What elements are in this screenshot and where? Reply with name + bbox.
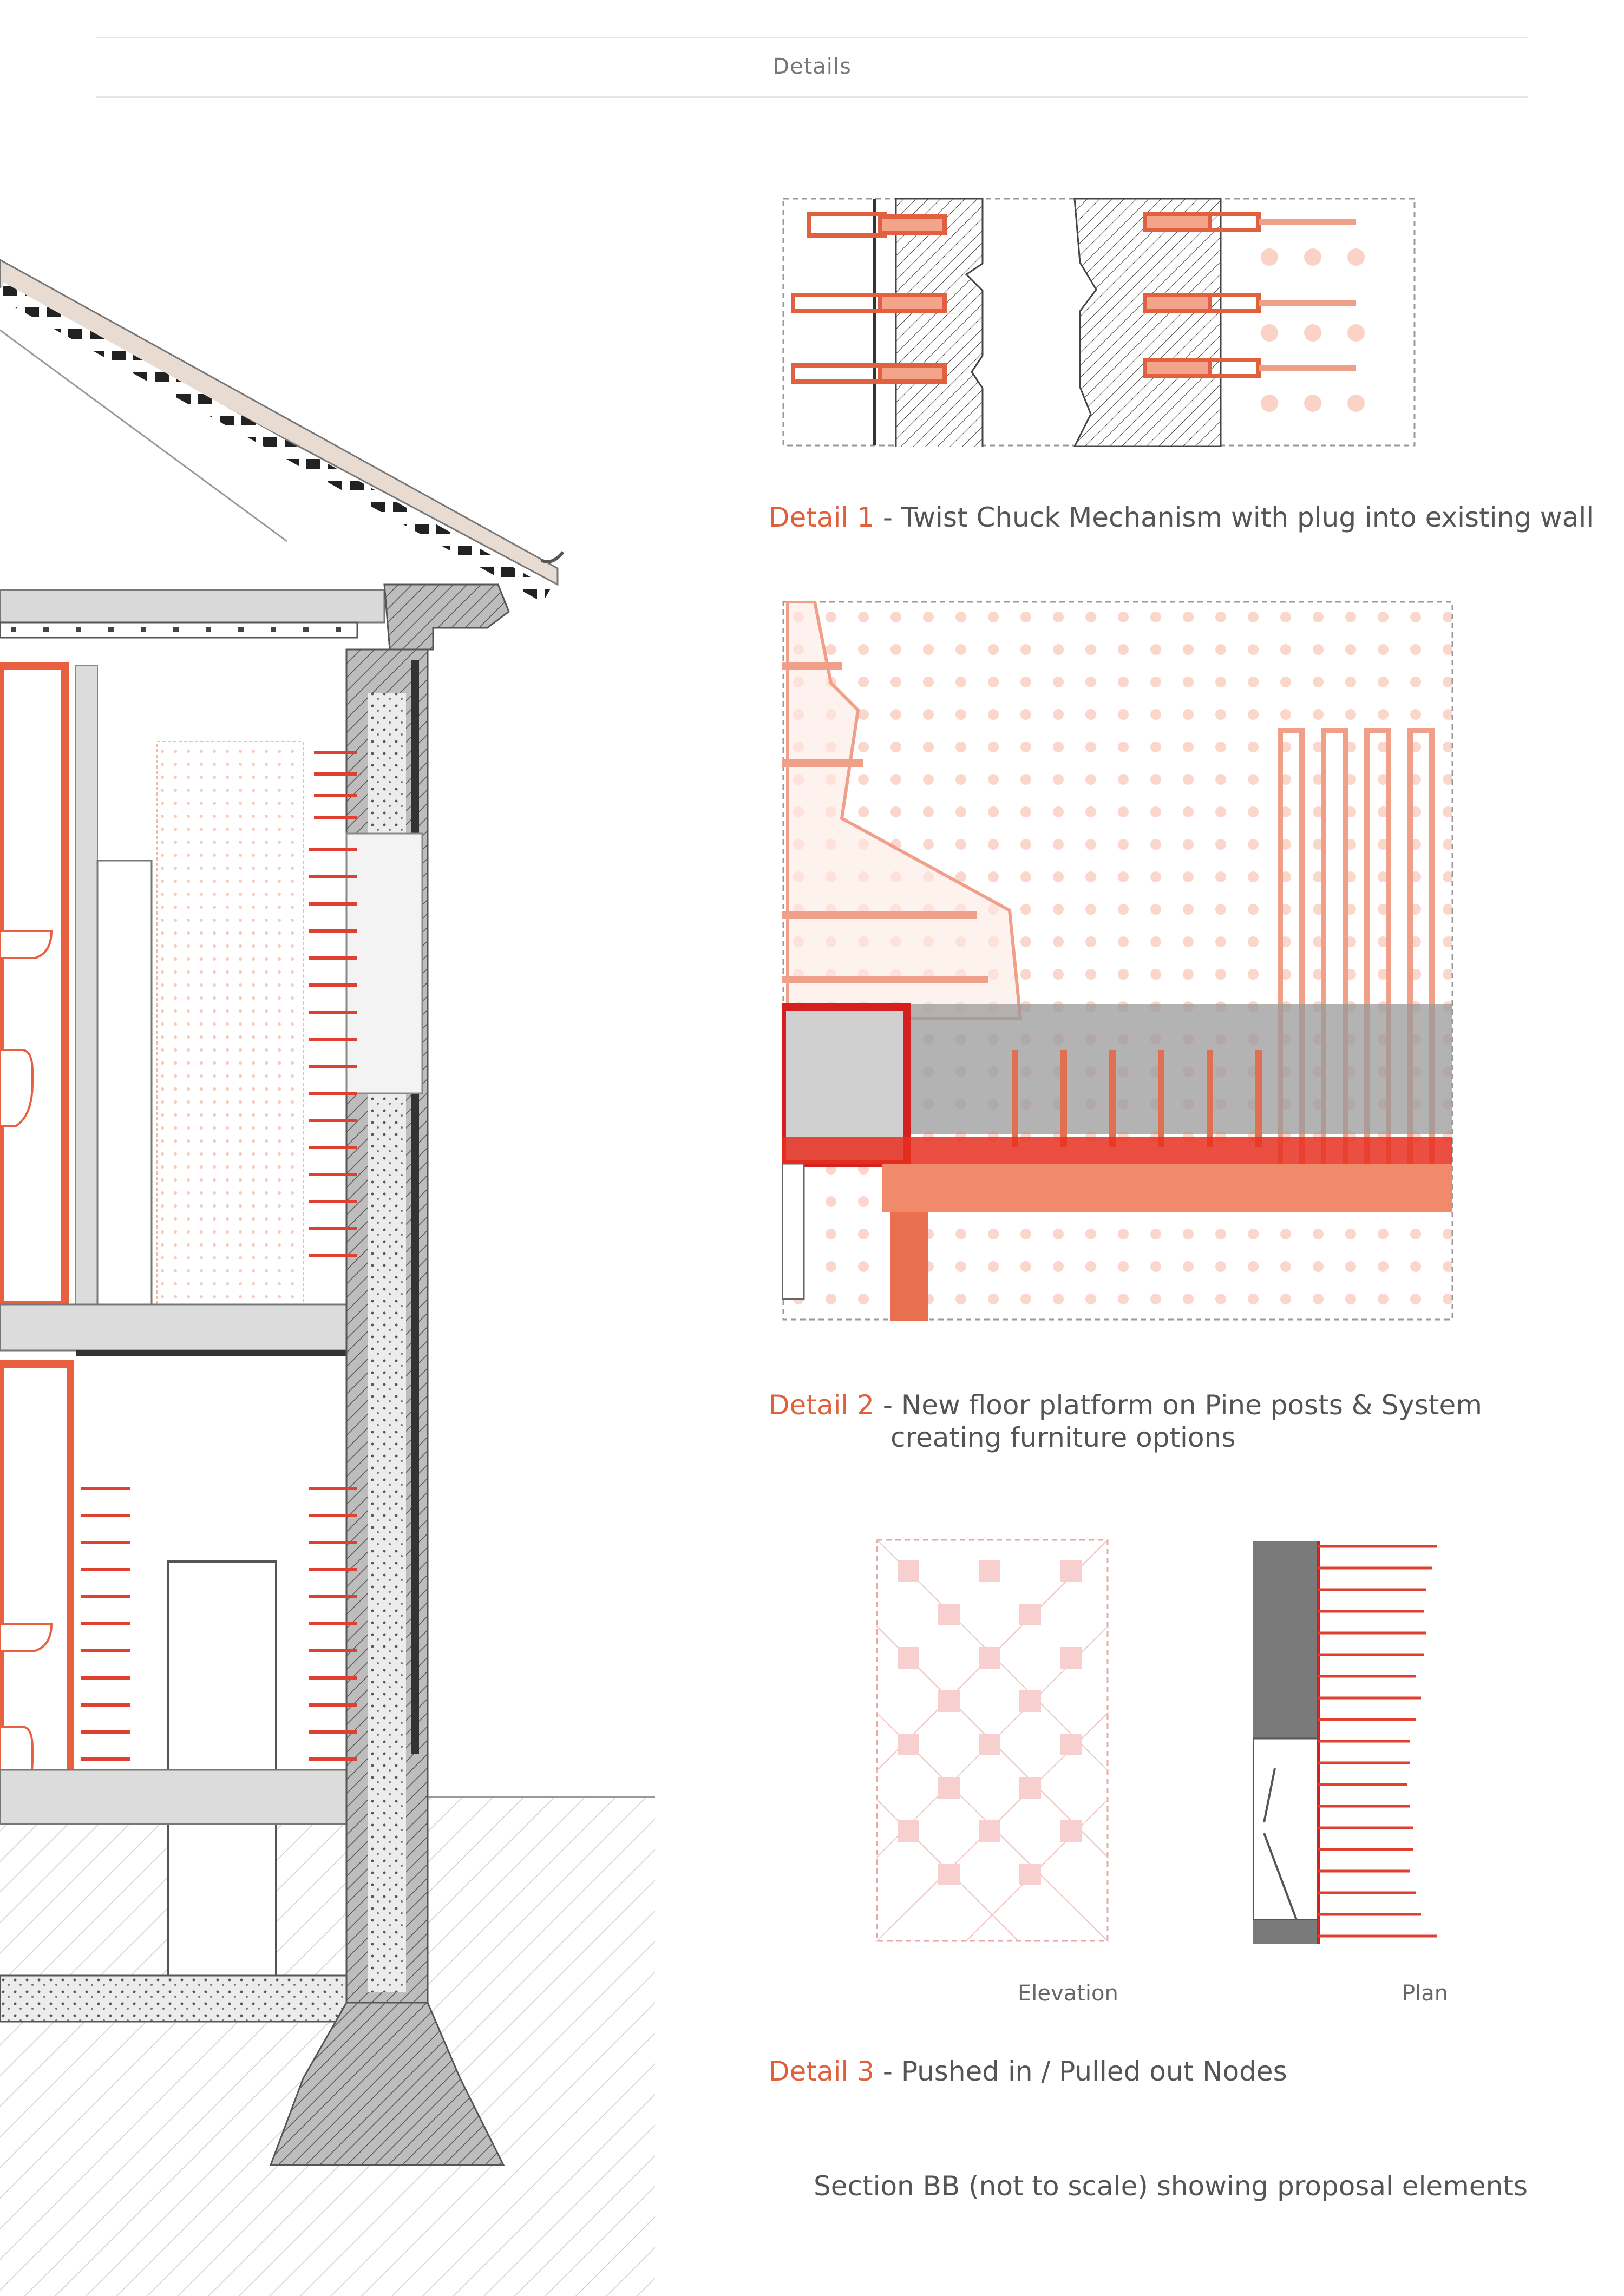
detail-1-separator: - [874,502,901,533]
detail-1-label: Detail 1 [769,502,874,533]
basin-lower [0,1623,53,1652]
pine-post [890,1212,928,1321]
detail-2-drawing [782,601,1453,1321]
stone-footing [269,2002,505,2166]
detail-1-text: Twist Chuck Mechanism with plug into exi… [901,502,1594,533]
floor-red-band [782,1137,1452,1164]
detail-2-text: New floor platform on Pine posts & Syste… [901,1389,1482,1421]
foundation-slab [0,1974,348,2023]
partition-nodes-lower [81,1487,130,1761]
detail-2-label: Detail 2 [769,1389,874,1421]
detail-2-caption: Detail 2 - New floor platform on Pine po… [769,1389,1482,1421]
detail-3-plan-drawing [1253,1541,1437,1944]
detail-3-elevation-drawing [876,1539,1109,1942]
lower-red-partition [0,1360,74,1779]
detail-3-separator: - [874,2056,901,2087]
header-bottom-rule [96,96,1528,98]
wall-nodes-upper [309,751,357,1257]
detail-2-caption-line2: creating furniture options [890,1422,1236,1453]
detail-2-separator: - [874,1389,901,1421]
roof-slope [0,259,559,586]
detail-3-caption: Detail 3 - Pushed in / Pulled out Nodes [769,2055,1287,2088]
ground-floor-slab [0,1769,348,1825]
mid-floor-slab [0,1303,348,1352]
detail-1-drawing [782,198,1416,447]
detail-3-text: Pushed in / Pulled out Nodes [901,2056,1287,2087]
upper-red-partition [0,662,69,1308]
page-title: Details [772,54,852,79]
platform-beam [882,1164,1452,1212]
detail-3-plan-label: Plan [1402,1981,1449,2006]
section-bb-drawing [0,259,655,2296]
detail-3-label: Detail 3 [769,2056,874,2087]
basin-upper [0,930,53,959]
detail-1-caption: Detail 1 - Twist Chuck Mechanism with pl… [769,501,1594,534]
header-top-rule [96,37,1528,38]
toilet-upper [0,1049,34,1127]
section-caption: Section BB (not to scale) showing propos… [813,2170,1528,2202]
wall-nodes-lower [309,1487,357,1761]
upper-dotted-panel [156,741,304,1305]
detail-3-elevation-label: Elevation [1018,1981,1118,2006]
roof-slab [0,589,385,624]
